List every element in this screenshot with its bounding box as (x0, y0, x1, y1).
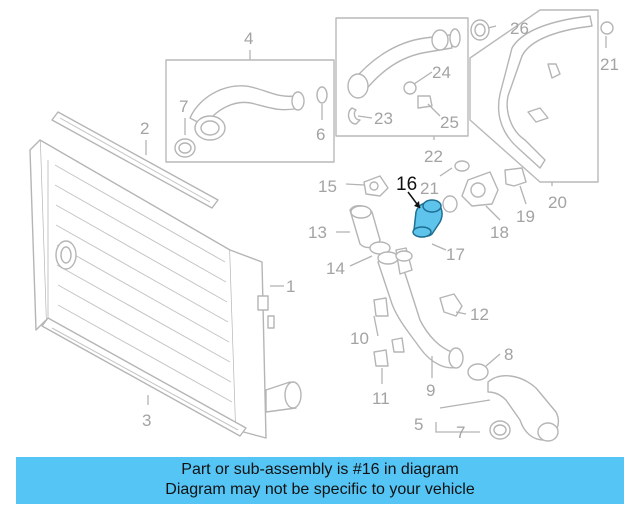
highlighted-hose-16 (412, 195, 458, 238)
callout-24: 24 (432, 63, 451, 82)
callout-13: 13 (308, 223, 327, 242)
callout-6: 6 (316, 125, 325, 144)
callout-17: 17 (446, 245, 465, 264)
lower-mounting-strip (41, 317, 247, 437)
hose-13 (349, 205, 391, 255)
callout-10: 10 (350, 329, 369, 348)
callout-26: 26 (510, 19, 529, 38)
callout-3: 3 (142, 411, 151, 430)
throttle-connector-18 (454, 160, 527, 207)
callout-9: 9 (426, 381, 435, 400)
banner-line-2: Diagram may not be specific to your vehi… (165, 481, 475, 498)
callout-2: 2 (140, 119, 149, 138)
callout-15: 15 (318, 177, 337, 196)
callout-16: 16 (396, 174, 417, 195)
callout-21b: 21 (420, 179, 439, 198)
callout-1: 1 (286, 277, 295, 296)
hose-kit-box-4 (165, 59, 335, 163)
upper-mounting-strip (51, 111, 219, 209)
banner-line-1: Part or sub-assembly is #16 in diagram (181, 461, 459, 478)
callout-8: 8 (504, 345, 513, 364)
callout-labels: 4 2 1 3 7 6 22 23 24 25 26 21 20 15 21 1… (140, 19, 619, 442)
callout-5: 5 (414, 415, 423, 434)
callout-18: 18 (490, 223, 509, 242)
callout-12: 12 (470, 305, 489, 324)
callout-23: 23 (374, 109, 393, 128)
callout-7a: 7 (179, 97, 188, 116)
hose-kit-box-22 (335, 17, 469, 137)
callout-7b: 7 (456, 423, 465, 442)
charge-pipe-9 (377, 247, 464, 369)
o-ring-26 (470, 19, 490, 41)
callout-20: 20 (548, 193, 567, 212)
callout-14: 14 (326, 259, 345, 278)
callout-4: 4 (244, 29, 253, 48)
sensor-12 (439, 293, 463, 317)
callout-19: 19 (516, 207, 535, 226)
leader-lines (145, 25, 607, 433)
hose-5 (467, 363, 560, 442)
callout-21a: 21 (600, 55, 619, 74)
callout-22: 22 (424, 147, 443, 166)
callout-11: 11 (372, 389, 390, 408)
sensor-15 (363, 175, 389, 197)
pipe-assembly-box-20 (469, 9, 614, 183)
intercooler-core (29, 139, 302, 439)
callout-25: 25 (440, 113, 459, 132)
info-banner: Part or sub-assembly is #16 in diagram D… (16, 457, 624, 504)
bushings-10-11 (373, 297, 405, 367)
parts-diagram: 4 2 1 3 7 6 22 23 24 25 26 21 20 15 21 1… (29, 9, 619, 442)
